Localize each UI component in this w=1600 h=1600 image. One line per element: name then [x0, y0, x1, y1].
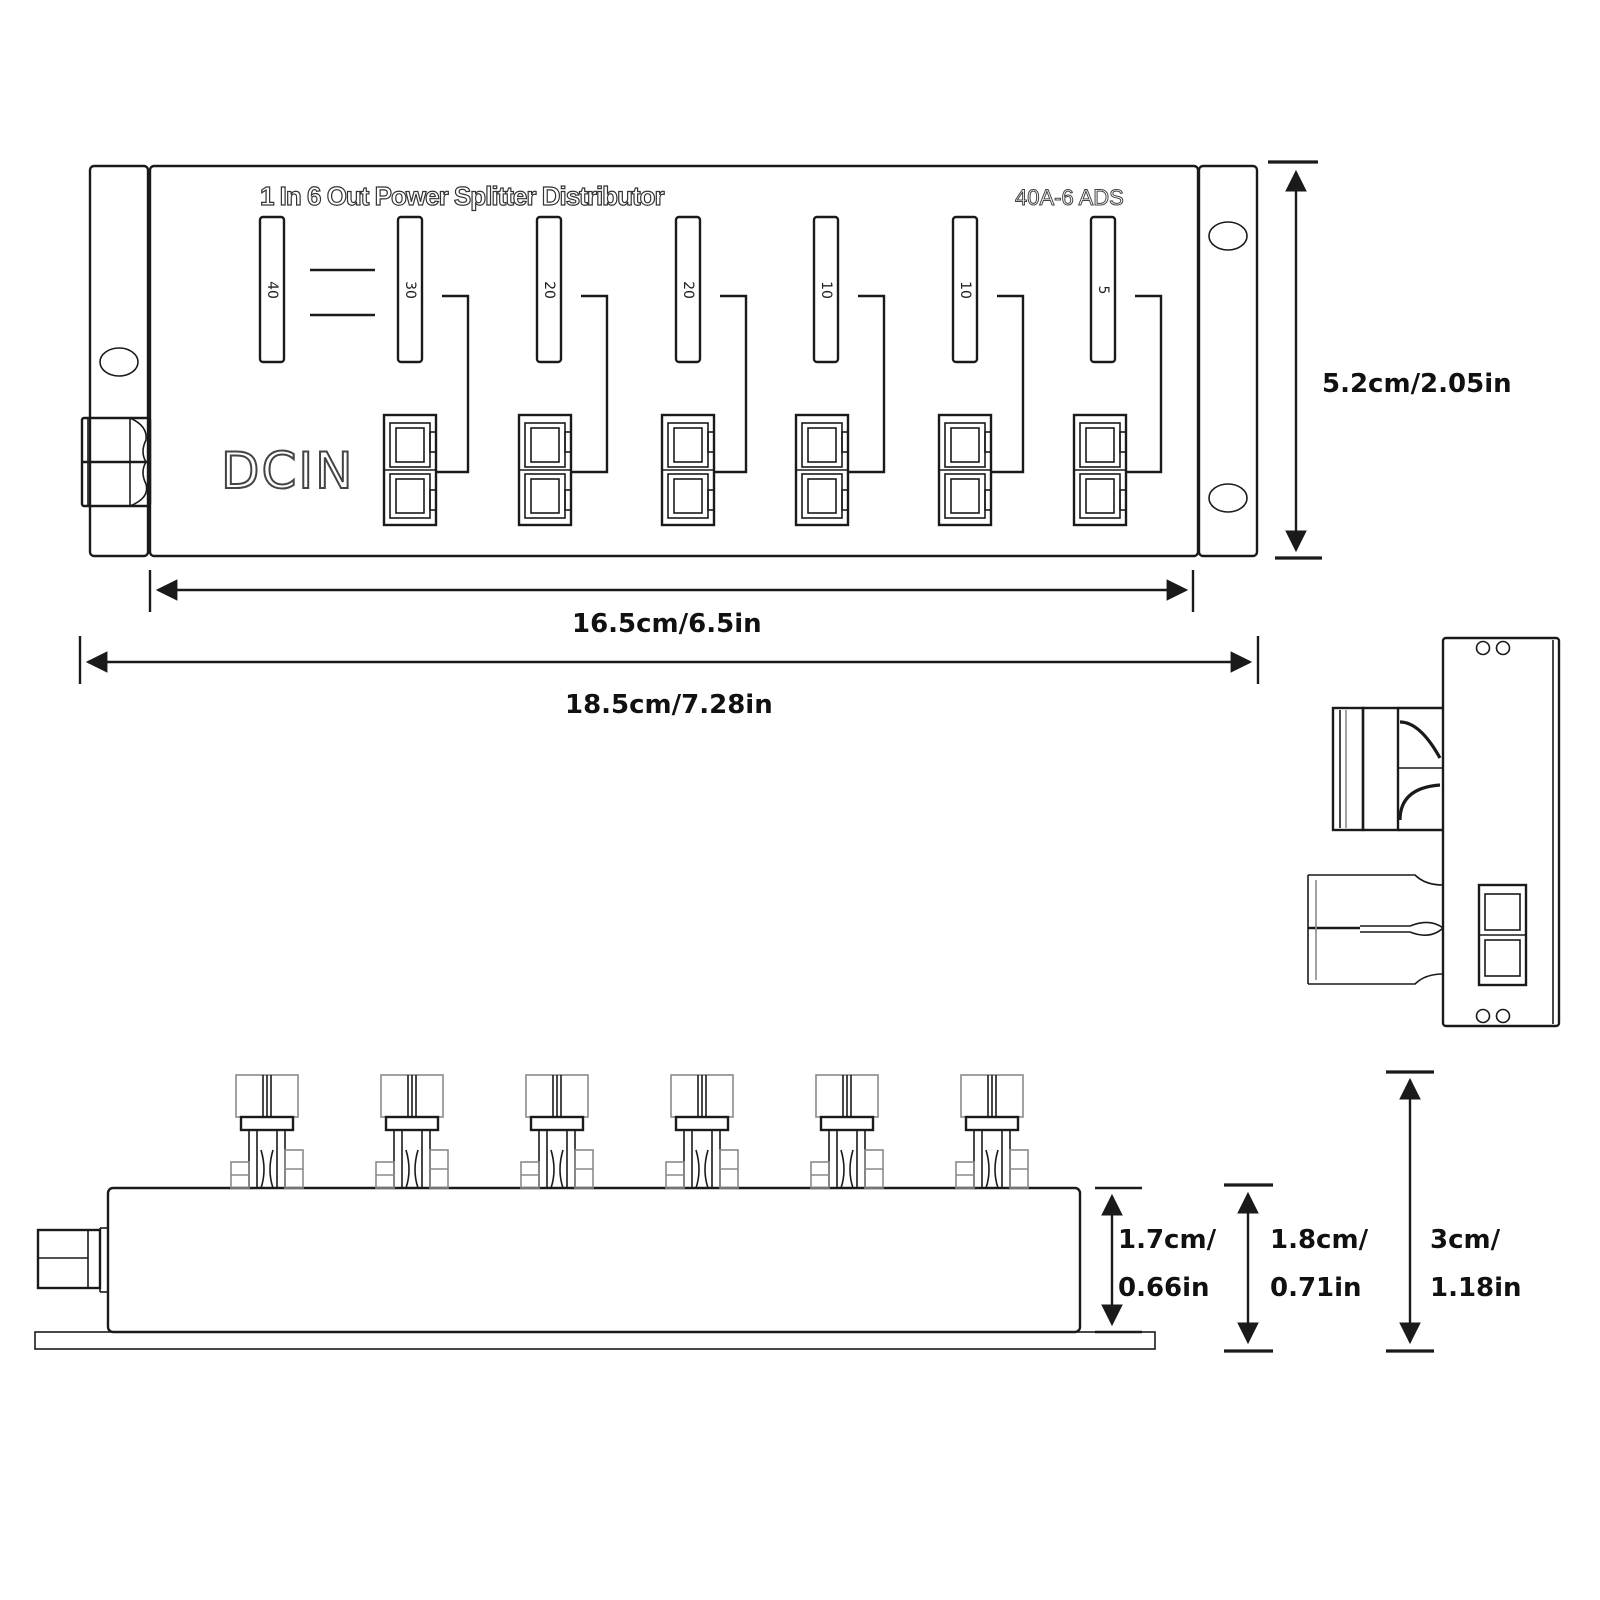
height-dimension-1: 1.7cm/ 0.66in	[1095, 1186, 1217, 1334]
fuse-slot-4: 20	[674, 215, 702, 364]
outlet-group	[382, 294, 1163, 527]
product-title: 1 In 6 Out Power Splitter Distributor	[260, 181, 664, 211]
front-plug-5	[810, 1074, 884, 1189]
output-wire-4	[848, 294, 886, 474]
fuse-slot-2: 30	[396, 215, 424, 364]
output-wire-1	[436, 294, 470, 474]
body-length-dimension: 16.5cm/6.5in	[148, 570, 1195, 639]
body-length-label: 16.5cm/6.5in	[572, 609, 762, 639]
front-input-connector	[36, 1227, 108, 1293]
total-length-label: 18.5cm/7.28in	[565, 690, 773, 720]
height-2-line1: 1.8cm/	[1270, 1225, 1369, 1255]
fuse-rating-2: 30	[402, 281, 418, 299]
fuse-rating-5: 10	[818, 281, 834, 299]
front-plug-3	[520, 1074, 594, 1189]
height-3-line1: 3cm/	[1430, 1225, 1501, 1255]
total-length-dimension: 18.5cm/7.28in	[78, 636, 1260, 720]
top-view: 1 In 6 Out Power Splitter Distributor 40…	[80, 164, 1259, 558]
end-input-connector	[1331, 706, 1443, 832]
base-plate	[34, 1331, 1156, 1350]
end-outlet	[1477, 883, 1528, 987]
output-wire-2	[571, 294, 609, 474]
front-body	[106, 1186, 1082, 1334]
right-mount-hole-top	[1208, 221, 1248, 251]
model-number: 40A-6 ADS	[1015, 185, 1124, 210]
height-label-top: 5.2cm/2.05in	[1322, 369, 1512, 399]
input-connector	[80, 416, 152, 508]
end-view	[1307, 636, 1561, 1028]
end-plate	[1441, 636, 1561, 1028]
fuse-slot-6: 10	[951, 215, 979, 364]
fuse-slot-5: 10	[812, 215, 840, 364]
height-dimension-top: 5.2cm/2.05in	[1268, 160, 1512, 560]
height-dimension-2: 1.8cm/ 0.71in	[1224, 1183, 1369, 1353]
fuse-rating-3: 20	[541, 281, 557, 299]
fuse-slot-7: 5	[1089, 215, 1117, 364]
dcin-label: DCIN	[221, 442, 355, 500]
right-mounting-plate	[1197, 164, 1259, 558]
left-mount-hole	[99, 347, 139, 377]
front-plug-1	[230, 1074, 304, 1189]
front-plug-4	[665, 1074, 739, 1189]
output-wire-5	[991, 294, 1025, 474]
fuse-rating-4: 20	[680, 281, 696, 299]
front-plug-2	[375, 1074, 449, 1189]
height-3-line2: 1.18in	[1430, 1273, 1522, 1303]
fuse-slot-3: 20	[535, 215, 563, 364]
height-2-line2: 0.71in	[1270, 1273, 1362, 1303]
output-connector-6	[1072, 294, 1163, 527]
height-dimension-3: 3cm/ 1.18in	[1386, 1070, 1522, 1353]
left-mounting-plate	[88, 164, 150, 558]
output-connector-4	[794, 294, 886, 527]
front-plug-group	[230, 1074, 1029, 1189]
fuse-rating-7: 5	[1095, 286, 1111, 295]
main-body	[148, 164, 1200, 558]
fuse-slot-1: 40	[258, 215, 286, 364]
output-connector-3	[660, 294, 748, 527]
right-mount-hole-bottom	[1208, 483, 1248, 513]
height-1-line1: 1.7cm/	[1118, 1225, 1217, 1255]
output-wire-3	[714, 294, 748, 474]
height-1-line2: 0.66in	[1118, 1273, 1210, 1303]
fuse-rating-6: 10	[957, 281, 973, 299]
front-view	[34, 1074, 1156, 1350]
output-connector-1	[382, 294, 470, 527]
output-connector-5	[937, 294, 1025, 527]
fuse-rating-1: 40	[264, 281, 280, 299]
front-plug-6	[955, 1074, 1029, 1189]
end-side-connector	[1307, 874, 1445, 985]
output-wire-6	[1126, 294, 1163, 474]
fuse-group: 40 30 20 20 10 10 5	[258, 215, 1117, 364]
output-connector-2	[517, 294, 609, 527]
